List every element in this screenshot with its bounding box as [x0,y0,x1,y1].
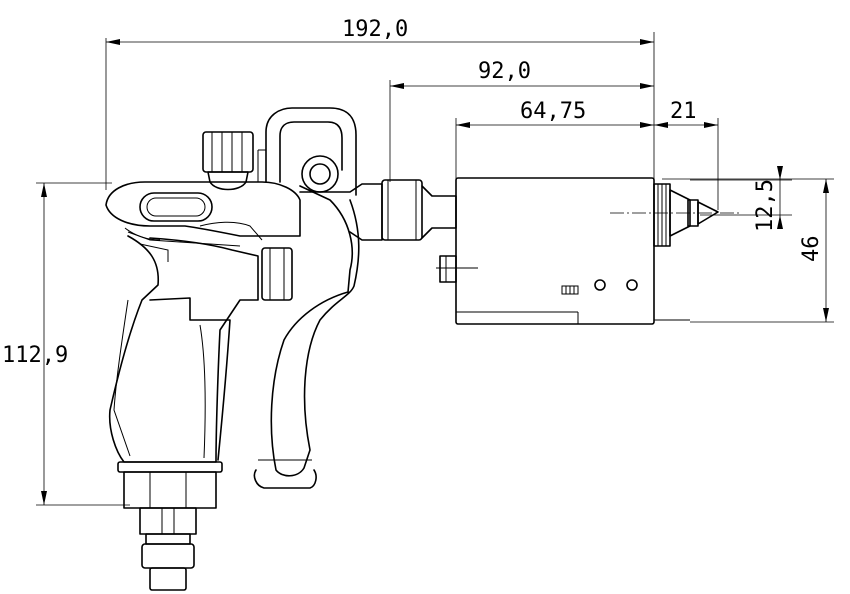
trigger-pivot [301,155,339,193]
dimension-body-length: 64,75 [455,99,654,180]
dimension-nozzle-diameter: 12,5 [690,166,792,232]
led-indicator-1 [594,279,606,291]
dim-label-nozzle-diameter: 12,5 [753,179,778,232]
dim-label-overall-length: 192,0 [342,17,408,42]
hook-loop [257,107,357,196]
dimension-grip-to-tip: 92,0 [389,59,654,182]
ionizer-housing [436,177,690,325]
dimension-body-height: 46 [662,178,834,323]
adjustment-knob [202,131,254,191]
gun-head [105,181,301,247]
dim-label-body-height: 46 [799,236,824,263]
led-indicator-2 [626,279,638,291]
dim-label-grip-to-tip: 92,0 [478,59,531,84]
dimension-total-height: 112,9 [2,182,130,506]
slot-window [139,192,213,222]
trigger [253,185,360,489]
dimension-overall-length: 192,0 [105,17,655,190]
nozzle [610,183,740,247]
barrel-connector [299,179,457,241]
dim-label-body-length: 64,75 [520,99,586,124]
air-inlet-fitting [117,461,223,591]
grip-handle [108,235,293,463]
dim-label-total-height: 112,9 [2,343,68,368]
dimension-nozzle-length: 21 [654,99,719,210]
dim-label-nozzle-length: 21 [670,99,697,124]
